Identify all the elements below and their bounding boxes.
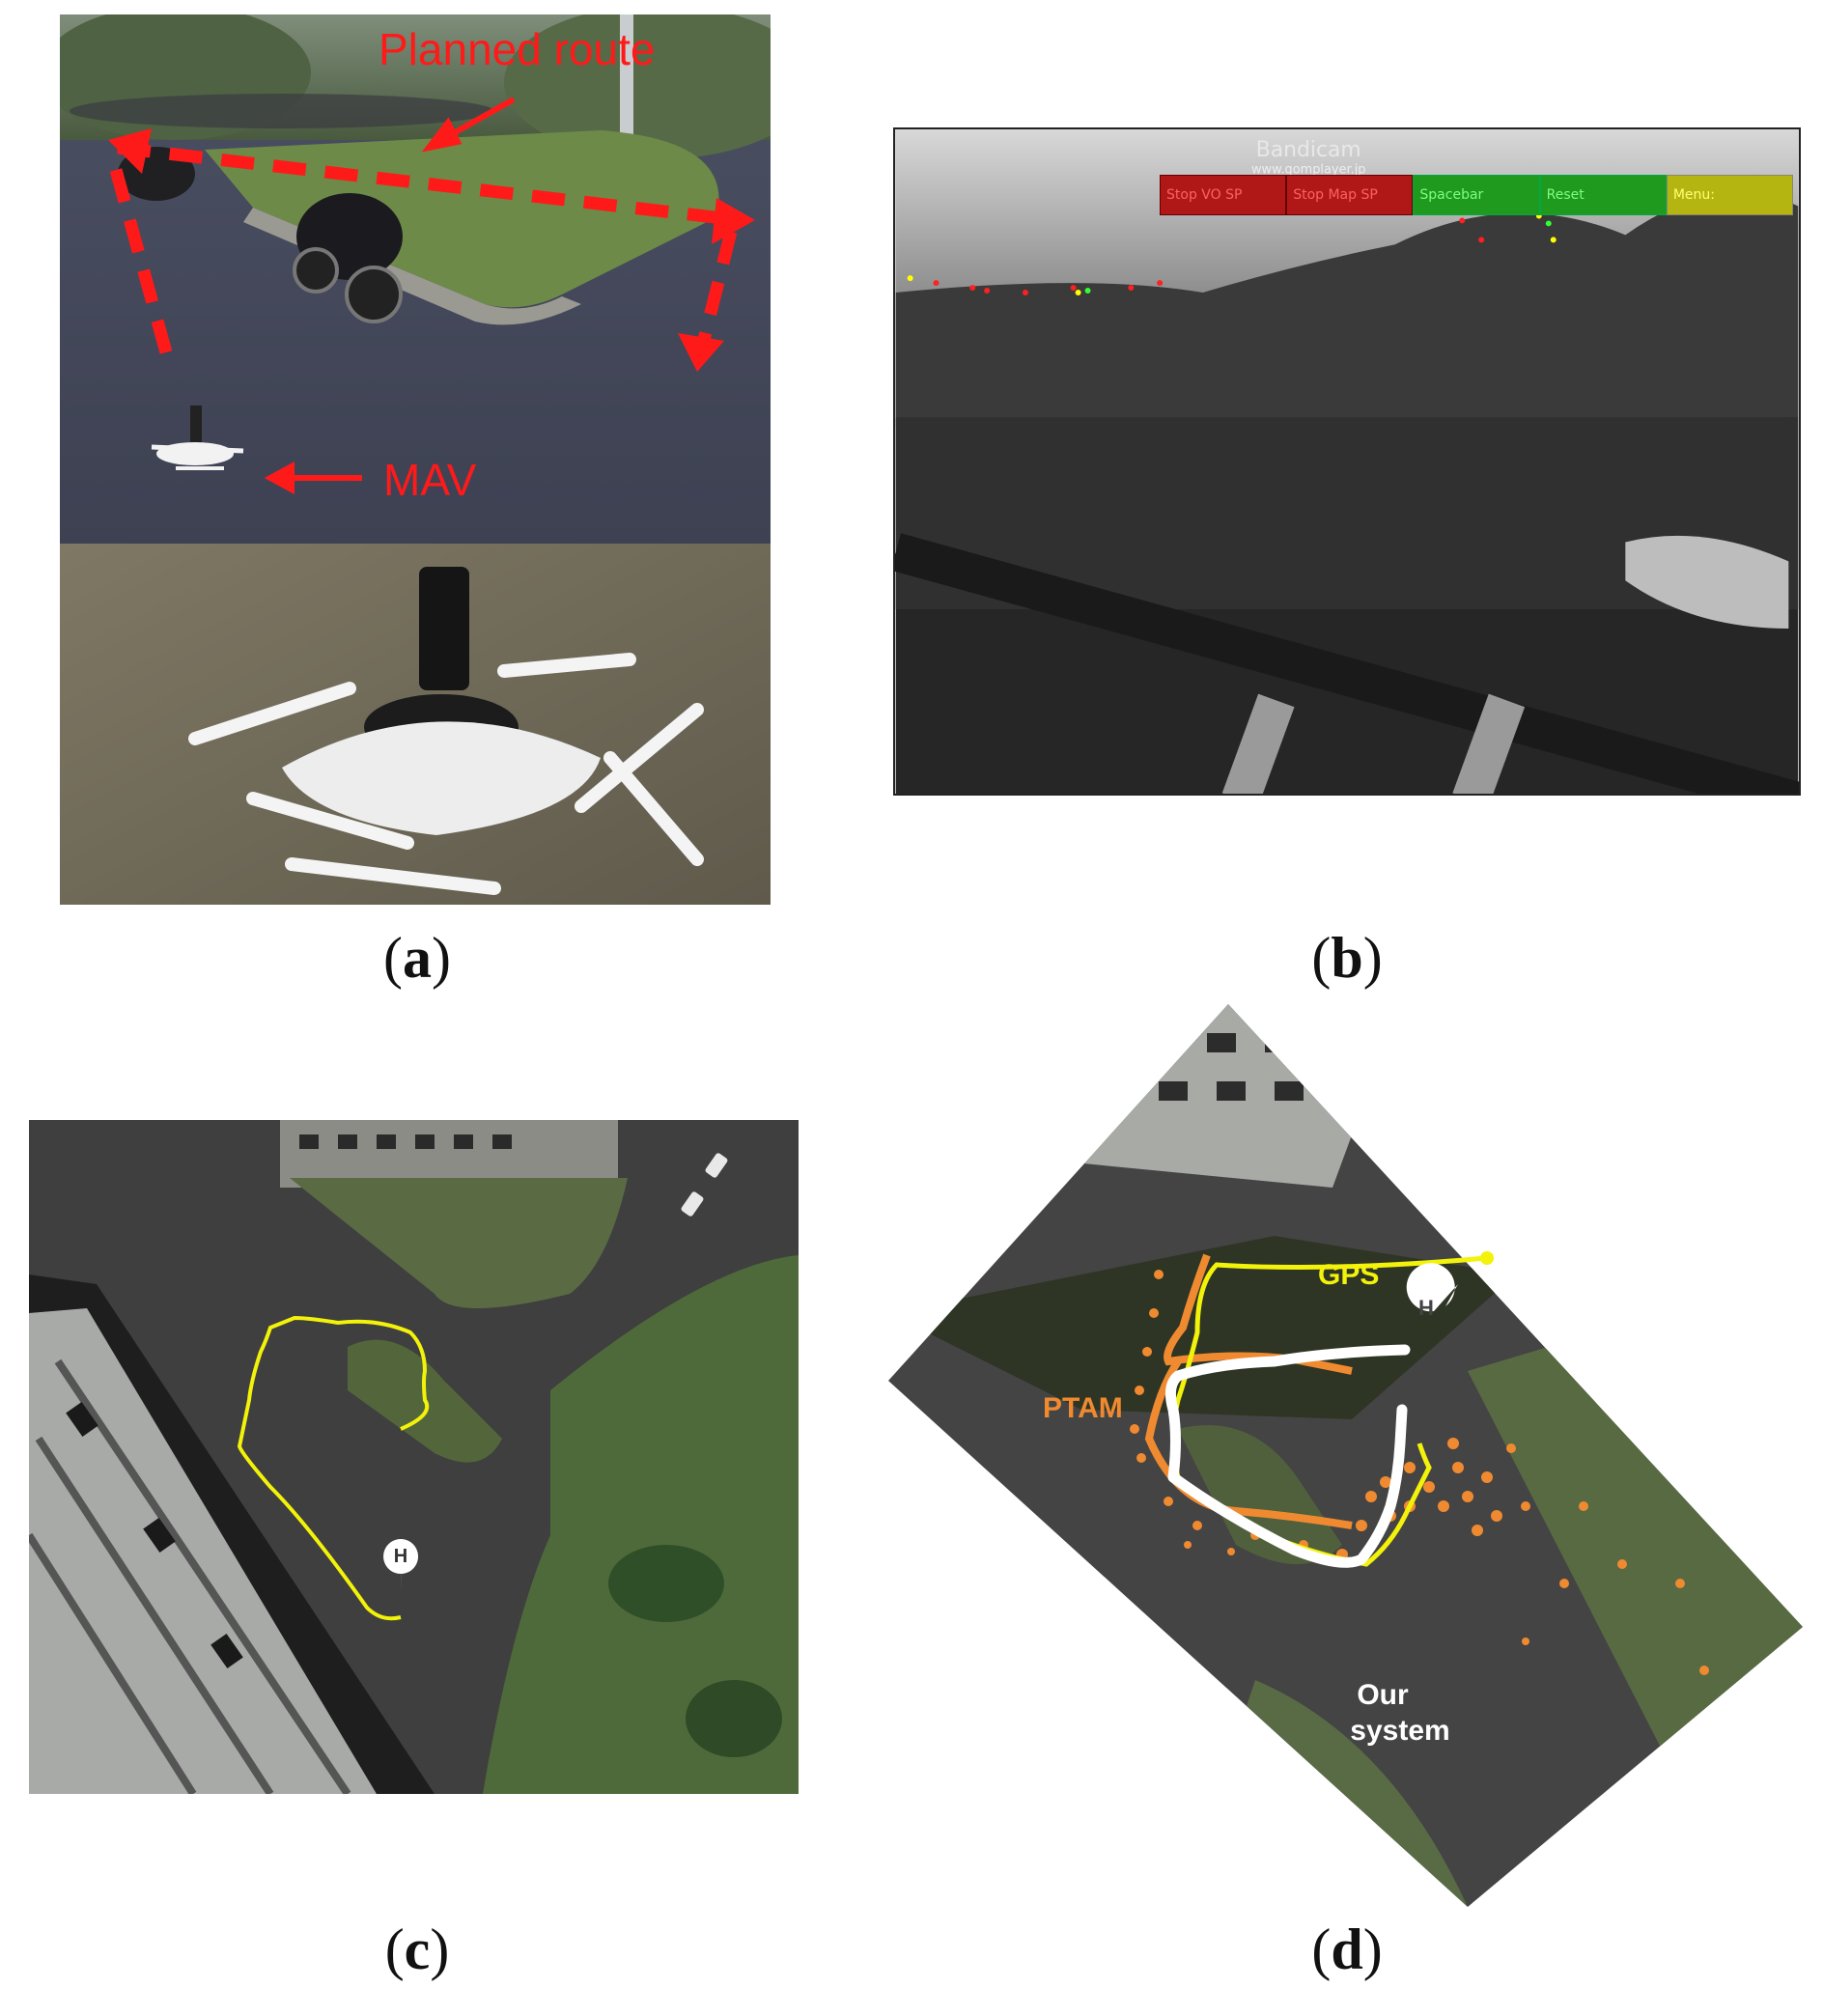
home-marker-glyph: H bbox=[1418, 1296, 1434, 1320]
caption-a-letter: a bbox=[403, 926, 432, 990]
ptam-button-bar: Stop VO SP Stop Map SP Spacebar Reset Me… bbox=[1160, 175, 1794, 215]
parked-motorcycle bbox=[1625, 535, 1789, 629]
lamp-pole bbox=[620, 14, 633, 150]
menu-button[interactable]: Menu: bbox=[1666, 175, 1794, 215]
gps-label: GPS bbox=[1318, 1259, 1379, 1291]
reset-button[interactable]: Reset bbox=[1539, 175, 1667, 215]
home-marker: H bbox=[1406, 1263, 1458, 1320]
mav-label: MAV bbox=[383, 455, 477, 505]
right-trees bbox=[483, 1255, 799, 1794]
mav-drone-small bbox=[151, 406, 244, 470]
our-system-trajectory bbox=[1164, 1344, 1411, 1568]
caption-c-letter: c bbox=[404, 1918, 431, 1981]
parked-cars bbox=[681, 1153, 728, 1217]
panel-d-svg: H GPS PTAM Our system bbox=[888, 1004, 1803, 1907]
panel-b-svg: Bandicam www.gomplayer.jp bbox=[895, 129, 1799, 794]
grass-island bbox=[1178, 1425, 1342, 1564]
treeline-grayscale bbox=[895, 192, 1799, 428]
route-arrowheads bbox=[108, 128, 755, 372]
panel-d-trajectory-comparison: H GPS PTAM Our system bbox=[888, 1004, 1806, 1921]
stop-map-sp-button[interactable]: Stop Map SP bbox=[1286, 175, 1414, 215]
feature-points bbox=[907, 212, 1557, 295]
motorcycles bbox=[70, 94, 494, 323]
caption-b: (b) bbox=[1311, 926, 1383, 990]
gps-endpoint bbox=[1480, 1251, 1494, 1265]
panel-a-svg: Planned route MAV bbox=[60, 14, 771, 905]
planned-route-label: Planned route bbox=[379, 24, 655, 74]
home-marker-glyph: H bbox=[394, 1546, 407, 1567]
our-system-label-line2: system bbox=[1350, 1715, 1449, 1747]
bottom-grass bbox=[1236, 1680, 1468, 1907]
gps-track bbox=[237, 1315, 430, 1621]
caption-d: (d) bbox=[1311, 1918, 1383, 1981]
caption-b-letter: b bbox=[1331, 926, 1363, 990]
panel-b-camera-view: Bandicam www.gomplayer.jp Stop VO SP Sto… bbox=[893, 127, 1801, 796]
caption-a: (a) bbox=[383, 926, 451, 990]
panel-c-svg: H bbox=[29, 1120, 799, 1794]
panel-c-satellite-map: H bbox=[29, 1120, 799, 1794]
ptam-label: PTAM bbox=[1043, 1392, 1123, 1424]
mav-drone-closeup bbox=[188, 567, 704, 895]
panel-a-photo: Planned route MAV bbox=[60, 14, 771, 905]
hedge-band bbox=[888, 1236, 1516, 1419]
top-building bbox=[280, 1120, 618, 1188]
our-system-label-line1: Our bbox=[1357, 1679, 1409, 1711]
spacebar-button[interactable]: Spacebar bbox=[1413, 175, 1540, 215]
stop-vo-sp-button[interactable]: Stop VO SP bbox=[1160, 175, 1287, 215]
planned-route-arrows bbox=[106, 141, 738, 354]
annotation-arrows bbox=[264, 97, 516, 495]
bandicam-subtitle: www.gomplayer.jp bbox=[1251, 163, 1366, 178]
home-marker: H bbox=[383, 1539, 419, 1593]
top-grass bbox=[290, 1178, 628, 1308]
bandicam-watermark: Bandicam bbox=[1256, 138, 1361, 162]
caption-d-letter: d bbox=[1331, 1918, 1363, 1981]
right-grass bbox=[1468, 1342, 1803, 1748]
caption-c: (c) bbox=[384, 1918, 450, 1981]
